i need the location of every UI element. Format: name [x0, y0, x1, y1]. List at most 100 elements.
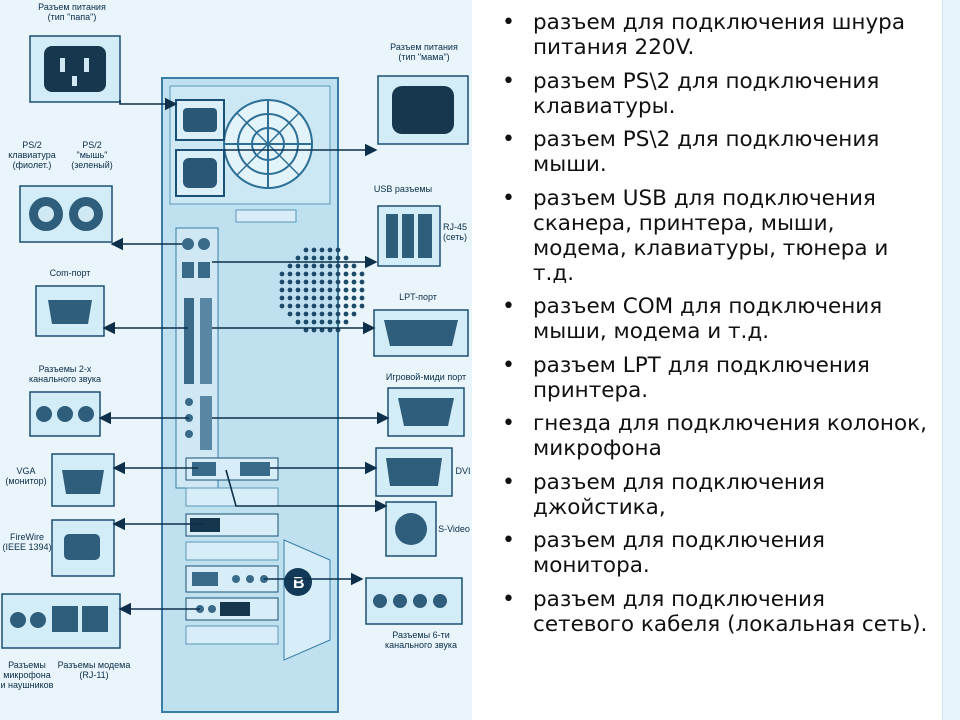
vent-hole	[343, 255, 349, 261]
vent-hole	[295, 287, 301, 293]
vent-hole	[311, 247, 317, 253]
label-power-papa: Разъем питания(тип "папа")	[38, 2, 106, 22]
vent-hole	[327, 255, 333, 261]
vent-hole	[359, 287, 365, 293]
vent-hole	[335, 311, 341, 317]
list-item: • разъем для подключения джойстика,	[490, 470, 930, 520]
vent-hole	[359, 303, 365, 309]
label-rj45: RJ-45(сеть)	[442, 222, 467, 242]
vent-hole	[287, 303, 293, 309]
list-item-text: гнезда для подключения колонок, микрофон…	[533, 411, 927, 461]
list-item: • разъем COM для подключения мыши, модема…	[490, 294, 930, 344]
vent-hole	[335, 247, 341, 253]
vent-hole	[303, 255, 309, 261]
label-usb: USB разъемы	[373, 184, 433, 194]
vent-hole	[335, 263, 341, 269]
vent-hole	[287, 287, 293, 293]
vent-hole	[335, 303, 341, 309]
vent-hole	[311, 295, 317, 301]
label-firewire: FireWire(IEEE 1394)	[2, 532, 52, 552]
vent-hole	[327, 319, 333, 325]
vent-hole	[303, 279, 309, 285]
vent-hole	[327, 247, 333, 253]
bullet-icon: •	[502, 127, 515, 152]
vent-hole	[335, 279, 341, 285]
vent-hole	[359, 271, 365, 277]
bullet-icon: •	[502, 352, 515, 378]
diagram-graphics: B	[1, 35, 469, 713]
vent-hole	[287, 279, 293, 285]
bullet-icon: •	[502, 68, 515, 94]
vent-hole	[351, 295, 357, 301]
vent-hole	[343, 271, 349, 277]
vent-hole	[343, 287, 349, 293]
list-item-text: разъем PS\2 для подключения мыши.	[533, 127, 880, 177]
bullet-icon: •	[502, 185, 515, 211]
vent-hole	[287, 263, 293, 269]
vent-hole	[311, 287, 317, 293]
vent-hole	[279, 279, 285, 285]
vent-hole	[303, 247, 309, 253]
vent-hole	[295, 295, 301, 301]
vent-hole	[295, 271, 301, 277]
list-item: • гнезда для подключения колонок, микрофо…	[490, 411, 930, 461]
vent-hole	[295, 303, 301, 309]
vent-hole	[287, 311, 293, 317]
vent-hole	[303, 271, 309, 277]
vent-hole	[311, 311, 317, 317]
vent-hole	[327, 271, 333, 277]
vent-hole	[351, 303, 357, 309]
vent-hole	[359, 279, 365, 285]
connector-description-list: • разъем для подключения шнура питания 22…	[490, 10, 930, 645]
bullet-icon: •	[502, 294, 515, 319]
vent-hole	[279, 287, 285, 293]
vent-hole	[343, 319, 349, 325]
vent-hole	[311, 319, 317, 325]
vent-hole	[319, 319, 325, 325]
vent-hole	[295, 311, 301, 317]
list-item-text: разъем USB для подключения сканера, прин…	[533, 185, 889, 286]
vent-hole	[319, 247, 325, 253]
list-item-text: разъем для подключения джойстика,	[533, 469, 825, 520]
vent-hole	[343, 303, 349, 309]
list-item-text: разъем LPT для подключения принтера.	[533, 352, 870, 403]
vent-hole	[351, 271, 357, 277]
vent-hole	[311, 279, 317, 285]
list-item-text: разъем для подключения шнура питания 220…	[533, 10, 906, 60]
vent-hole	[327, 279, 333, 285]
vent-hole	[311, 255, 317, 261]
vent-hole	[335, 255, 341, 261]
vent-hole	[303, 319, 309, 325]
label-dvi: DVI	[455, 466, 471, 476]
vent-hole	[295, 255, 301, 261]
list-item-text: разъем для подключения сетевого кабеля (…	[533, 586, 928, 637]
label-com-port: Com-порт	[49, 268, 91, 278]
pointer-arrows	[98, 97, 390, 616]
vent-hole	[303, 287, 309, 293]
bullet-icon: •	[502, 469, 515, 495]
vent-hole	[319, 311, 325, 317]
vent-hole	[303, 303, 309, 309]
bullet-icon: •	[502, 10, 515, 35]
vent-hole	[351, 311, 357, 317]
vent-hole	[287, 295, 293, 301]
vent-hole	[311, 263, 317, 269]
vent-hole	[327, 295, 333, 301]
list-item: • разъем USB для подключения сканера, при…	[490, 186, 930, 286]
vent-hole	[343, 295, 349, 301]
vent-hole	[351, 279, 357, 285]
list-item-text: разъем PS\2 для подключения клавиатуры.	[533, 68, 880, 119]
vent-hole	[335, 319, 341, 325]
vent-hole	[319, 295, 325, 301]
label-power-mama: Разъем питания(тип "мама")	[390, 42, 458, 62]
bullet-icon: •	[502, 411, 515, 436]
vent-hole	[335, 271, 341, 277]
list-item: • разъем LPT для подключения принтера.	[490, 353, 930, 403]
list-item-text: разъем COM для подключения мыши, модема …	[533, 294, 883, 344]
vent-hole	[351, 263, 357, 269]
vent-hole	[295, 279, 301, 285]
connector-boxes	[1, 35, 121, 649]
vent-hole	[279, 303, 285, 309]
